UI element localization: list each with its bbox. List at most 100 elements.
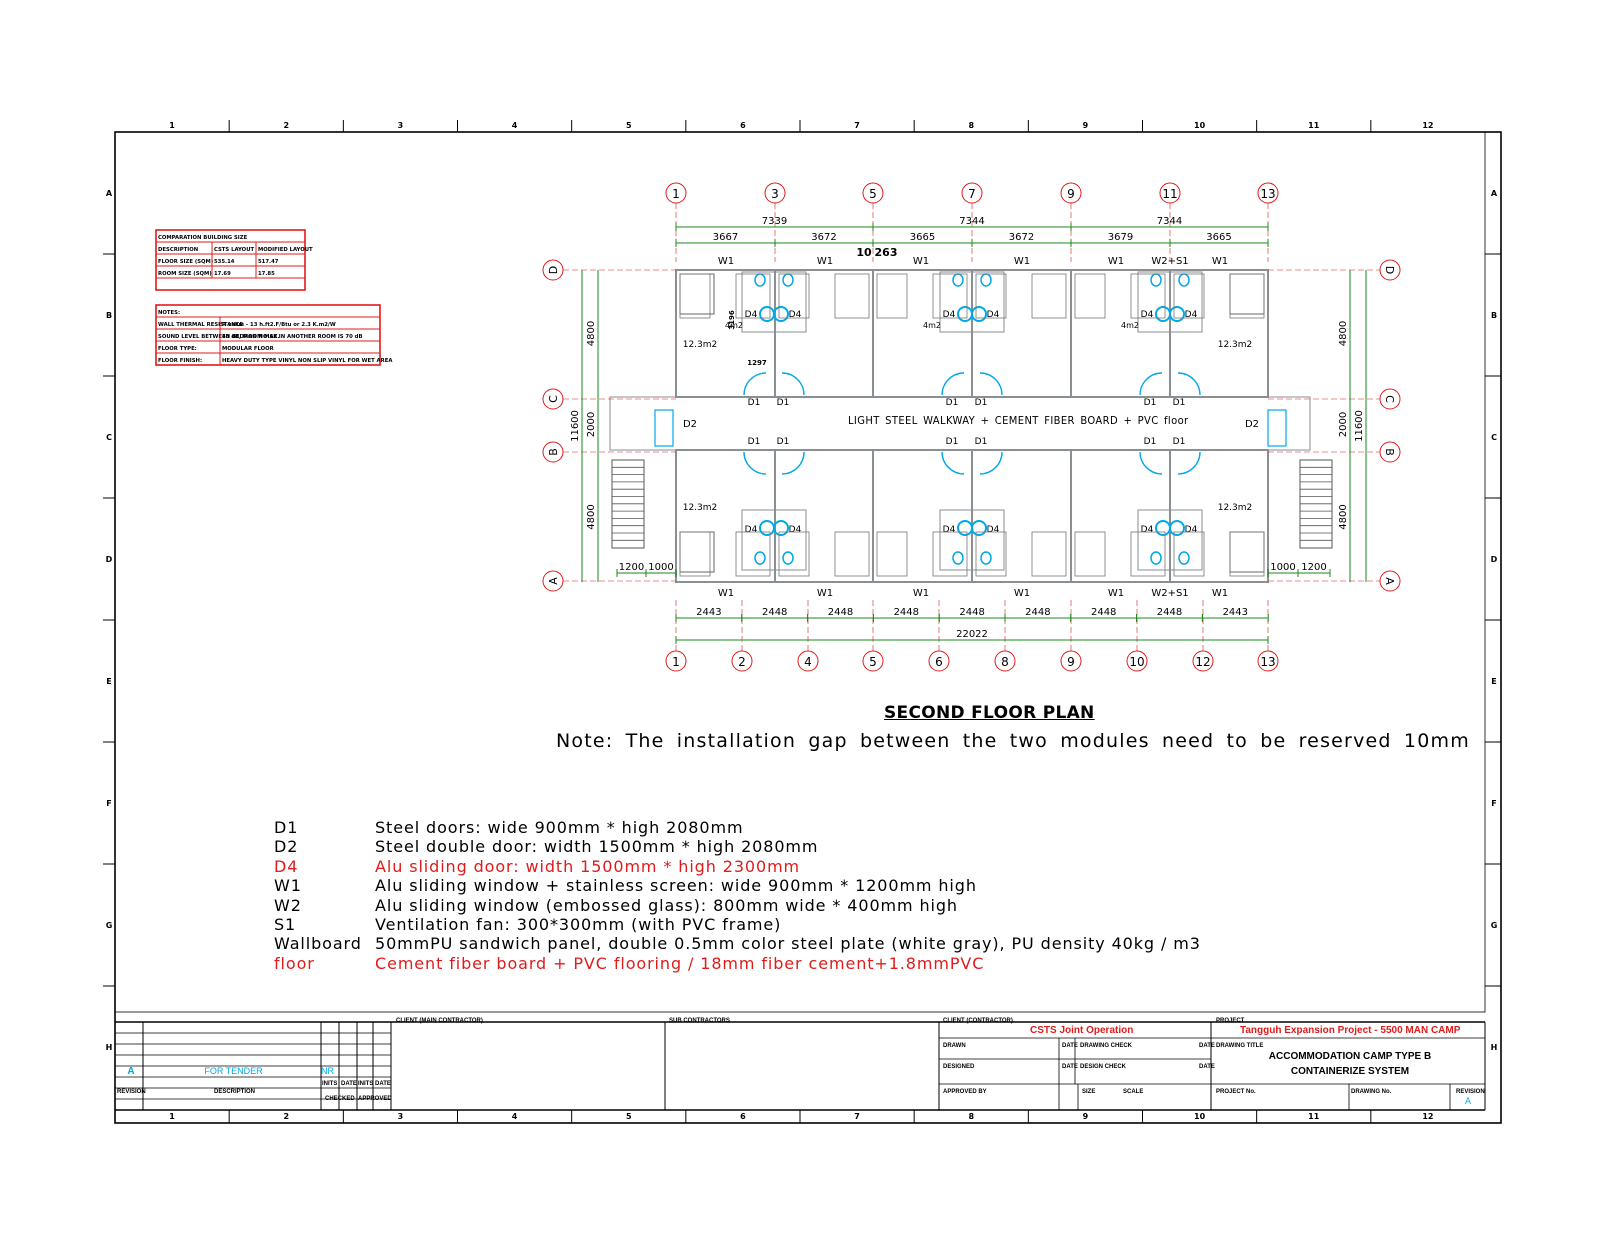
dim-top-overall: 7339: [762, 216, 787, 227]
bed: [876, 273, 908, 319]
label-d1: D1: [946, 398, 959, 408]
door-swing: [743, 372, 767, 396]
walkway-outline: [609, 396, 1311, 451]
basin: [1169, 520, 1185, 536]
row-label-right: C: [1491, 433, 1497, 442]
dim-top-module: 3665: [910, 232, 935, 243]
door-swing: [979, 372, 1003, 396]
label-window: W1: [1014, 256, 1030, 267]
notes-table-cell: SOUND LEVEL BETWEEN BEDROOM MAX.: [158, 334, 280, 340]
grid-label-bottom: 6: [935, 655, 943, 669]
label-d4: D4: [745, 525, 758, 535]
row-label-left: A: [106, 189, 113, 198]
label-d4: D4: [987, 525, 1000, 535]
grid-label-bottom: 9: [1067, 655, 1075, 669]
label-room-area: 12.3m2: [1218, 503, 1253, 513]
grid-label-bottom: 8: [1001, 655, 1009, 669]
door-swing: [1139, 451, 1163, 475]
bed: [1173, 531, 1205, 577]
door-swing: [979, 451, 1003, 475]
legend-code: D4: [274, 856, 299, 876]
scale-label: SCALE: [1123, 1089, 1144, 1095]
comparison-table-cell: CSTS LAYOUT: [214, 247, 254, 253]
col-label-top: 9: [1083, 121, 1089, 130]
col-label-top: 7: [854, 121, 860, 130]
label-d1: D1: [1173, 398, 1186, 408]
revision-letter: A: [127, 1066, 135, 1077]
bed: [679, 531, 711, 577]
d2-door: [654, 409, 674, 447]
bed: [1173, 273, 1205, 319]
label-window: W1: [817, 256, 833, 267]
grid-label-bottom: 5: [869, 655, 877, 669]
size-label: SIZE: [1082, 1089, 1096, 1095]
grid-label-bottom: 1: [672, 655, 680, 669]
toilet: [1178, 273, 1190, 287]
row-label-right: D: [1491, 555, 1498, 564]
grid-label-side: B: [1383, 448, 1396, 456]
bathroom: [939, 271, 1005, 333]
drawing-title-label: DRAWING TITLE: [1216, 1043, 1264, 1049]
label-d1: D1: [1144, 437, 1157, 447]
date-label-4: DATE: [1199, 1064, 1215, 1070]
date-label-3: DATE: [1062, 1064, 1078, 1070]
revision-description: FOR TENDER: [204, 1066, 263, 1076]
legend-text: Cement fiber board + PVC flooring / 18mm…: [375, 953, 985, 973]
drawn-label: DRAWN: [943, 1043, 966, 1049]
comparison-table-cell: 17.69: [214, 271, 231, 277]
grid-label-bottom: 13: [1260, 655, 1275, 669]
label-bath-area: 4m2: [725, 321, 743, 330]
label-window: W1: [1212, 256, 1228, 267]
label-d4: D4: [1141, 525, 1154, 535]
bed: [679, 273, 711, 319]
designed-label: DESIGNED: [943, 1064, 975, 1070]
col-label-bottom: 6: [740, 1112, 746, 1121]
dim-bottom-module: 2448: [1091, 607, 1116, 618]
toilet: [754, 551, 766, 565]
dim-left: 4800: [586, 321, 597, 346]
dim-bottom-overall: 22022: [956, 629, 988, 640]
dim-left: 4800: [586, 504, 597, 529]
col-label-bottom: 10: [1194, 1112, 1206, 1121]
label-window: W1: [1108, 588, 1124, 599]
desc-header: DESCRIPTION: [214, 1089, 256, 1095]
toilet: [952, 273, 964, 287]
client-name: CSTS Joint Operation: [1030, 1025, 1134, 1036]
label-room-area: 12.3m2: [683, 340, 718, 350]
grid-label-bottom: 2: [738, 655, 746, 669]
comparison-table-cell: FLOOR SIZE (SQM): [158, 259, 213, 265]
drawing-check-label: DRAWING CHECK: [1080, 1043, 1132, 1049]
bed: [778, 273, 810, 319]
drawing-title: SECOND FLOOR PLAN: [884, 703, 1095, 723]
label-room-area: 12.3m2: [1218, 340, 1253, 350]
label-window: W1: [718, 588, 734, 599]
notes-table-cell: HEAVY DUTY TYPE VINYL NON SLIP VINYL FOR…: [222, 358, 393, 364]
bathroom: [939, 509, 1005, 571]
label-d1: D1: [748, 398, 761, 408]
label-d4: D4: [1141, 310, 1154, 320]
dim-top-module: 3667: [713, 232, 738, 243]
dim-stair: 1200: [1301, 562, 1326, 573]
label-window: W1: [1212, 588, 1228, 599]
bed: [1074, 273, 1106, 319]
dim-bottom-module: 2448: [1157, 607, 1182, 618]
date-label-1: DATE: [1062, 1043, 1078, 1049]
legend-code: D1: [274, 818, 299, 837]
basin: [971, 306, 987, 322]
col-label-bottom: 11: [1308, 1112, 1320, 1121]
toilet: [1178, 551, 1190, 565]
legend-text: Alu sliding window + stainless screen: w…: [375, 876, 977, 896]
label-d4: D4: [943, 525, 956, 535]
door-swing: [1177, 451, 1201, 475]
dim-top-gap: 10: [856, 246, 872, 259]
bed: [735, 531, 771, 577]
row-label-left: F: [106, 799, 111, 808]
label-d1: D1: [1144, 398, 1157, 408]
col-label-bottom: 9: [1083, 1112, 1089, 1121]
dim-left: 11600: [570, 410, 581, 442]
col-label-bottom: 7: [854, 1112, 860, 1121]
d2-door: [1267, 409, 1287, 447]
label-d1: D1: [1173, 437, 1186, 447]
